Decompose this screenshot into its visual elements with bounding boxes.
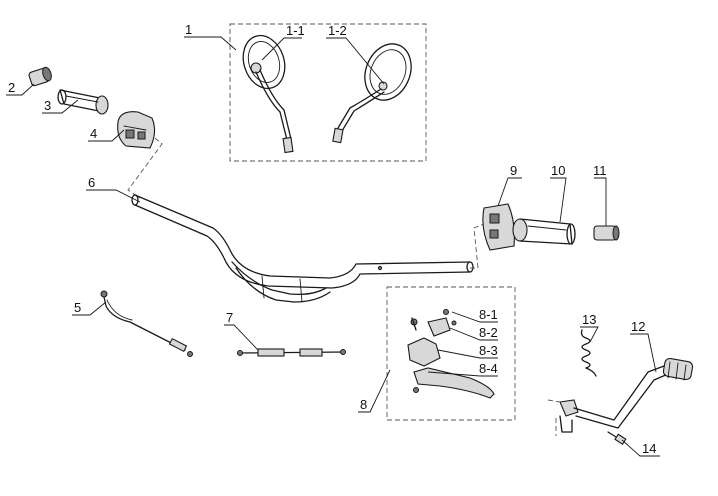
leader-1-2 (326, 37, 385, 85)
callout-5: 5 (74, 300, 81, 315)
left-switch-housing (117, 111, 156, 149)
leader-1 (184, 36, 237, 51)
callout-8: 8 (360, 397, 367, 412)
right-mirror (332, 43, 412, 144)
callout-8-4: 8-4 (479, 361, 498, 376)
leader-3 (42, 99, 79, 114)
leader-4 (88, 129, 125, 142)
callout-1: 1 (185, 22, 192, 37)
callout-4: 4 (90, 126, 97, 141)
leader-2 (6, 83, 35, 96)
right-switch-housing (482, 203, 515, 251)
throttle-grip (512, 218, 576, 245)
leader-12 (630, 333, 657, 373)
left-mirror (242, 34, 294, 154)
callout-1-2: 1-2 (328, 23, 347, 38)
shift-lever (547, 357, 694, 436)
callout-2: 2 (8, 80, 15, 95)
leader-8-1 (451, 311, 498, 323)
callout-10: 10 (551, 163, 565, 178)
handlebar (131, 194, 474, 303)
leader-5 (72, 301, 107, 316)
callout-9: 9 (510, 163, 517, 178)
callout-8-3: 8-3 (479, 343, 498, 358)
leader-1-1 (261, 37, 302, 61)
callout-6: 6 (88, 175, 95, 190)
leader-8-2 (449, 327, 498, 341)
leader-10 (550, 177, 567, 223)
leader-14 (621, 439, 660, 457)
callout-8-1: 8-1 (479, 307, 498, 322)
callout-13: 13 (582, 312, 596, 327)
callout-14: 14 (642, 441, 656, 456)
leader-6 (86, 189, 141, 203)
leader-9 (497, 177, 522, 207)
return-spring (580, 329, 597, 377)
pivot-bolt (607, 431, 627, 446)
leader-8-3 (437, 349, 498, 359)
clutch-lever-group-box (386, 286, 516, 421)
callout-12: 12 (631, 319, 645, 334)
callout-8-2: 8-2 (479, 325, 498, 340)
right-bar-end (593, 225, 620, 241)
leader-8-4 (427, 371, 498, 377)
leader-11 (594, 177, 607, 226)
bar-end-weight (28, 66, 52, 87)
callout-1-1: 1-1 (286, 23, 305, 38)
callout-7: 7 (226, 310, 233, 325)
callout-11: 11 (593, 163, 607, 178)
clutch-lever-assembly (407, 309, 495, 399)
throttle-cable (237, 348, 346, 357)
clutch-cable (100, 290, 193, 357)
left-grip (57, 89, 109, 115)
leader-7 (224, 324, 259, 351)
callout-3: 3 (44, 98, 51, 113)
leader-8 (358, 369, 391, 413)
leader-13 (580, 326, 599, 343)
mirror-group-box (229, 23, 427, 162)
